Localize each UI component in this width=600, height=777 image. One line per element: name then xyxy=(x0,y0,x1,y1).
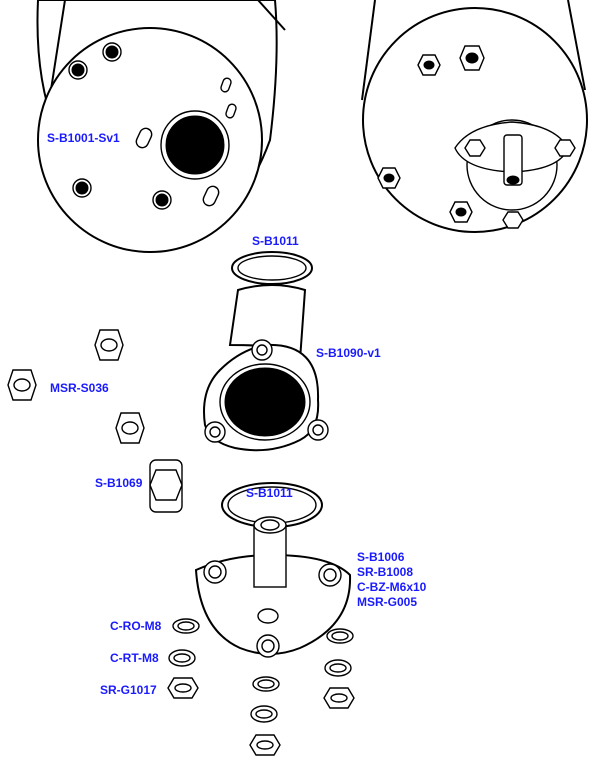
label-sb1011-top: S-B1011 xyxy=(252,234,299,248)
base-flange xyxy=(194,516,352,658)
fitting-group xyxy=(7,329,145,444)
label-crt: C-RT-M8 xyxy=(110,651,159,665)
label-sb1011-bottom: S-B1011 xyxy=(246,486,293,500)
label-sb1001: S-B1001-Sv1 xyxy=(47,131,120,145)
label-srg1017: SR-G1017 xyxy=(100,683,157,697)
label-msr-s036: MSR-S036 xyxy=(50,381,109,395)
label-msrg005: MSR-G005 xyxy=(357,595,418,609)
fitting-sb1069 xyxy=(149,459,183,513)
label-sb1006: S-B1006 xyxy=(357,550,405,564)
hardware xyxy=(167,618,355,756)
flange-elbow xyxy=(203,284,329,452)
label-cbz: C-BZ-M6x10 xyxy=(357,580,427,594)
label-sb1090: S-B1090-v1 xyxy=(316,346,381,360)
label-sb1069: S-B1069 xyxy=(95,476,143,490)
label-cro: C-RO-M8 xyxy=(110,619,162,633)
tank-right xyxy=(361,0,588,233)
tank-left xyxy=(36,0,286,253)
label-srb1008: SR-B1008 xyxy=(357,565,414,579)
